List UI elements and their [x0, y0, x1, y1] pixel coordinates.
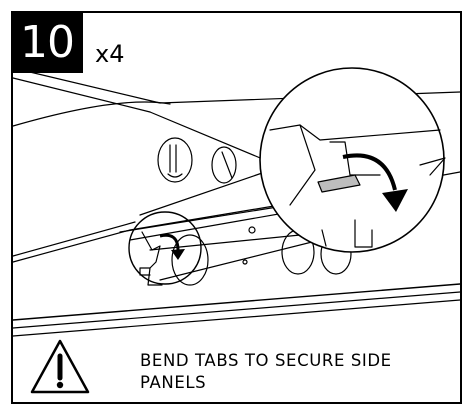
detail-circle-small	[128, 211, 202, 285]
bend-arrow-small	[159, 233, 180, 251]
step-number: 10	[11, 11, 83, 73]
tab-small	[141, 231, 163, 286]
knob-boss-2	[211, 146, 237, 184]
tab-large	[317, 174, 361, 193]
instruction-text: BEND TABS TO SECURE SIDE PANELS	[140, 351, 392, 392]
bend-arrow-large	[342, 153, 397, 191]
bend-arrow-large-head	[382, 189, 408, 212]
warning-triangle-icon	[30, 339, 90, 394]
base-rail	[12, 283, 461, 321]
hole	[171, 234, 209, 286]
step-quantity: x4	[95, 40, 125, 68]
detail-circle-large	[259, 67, 445, 253]
knob-boss	[157, 137, 193, 183]
